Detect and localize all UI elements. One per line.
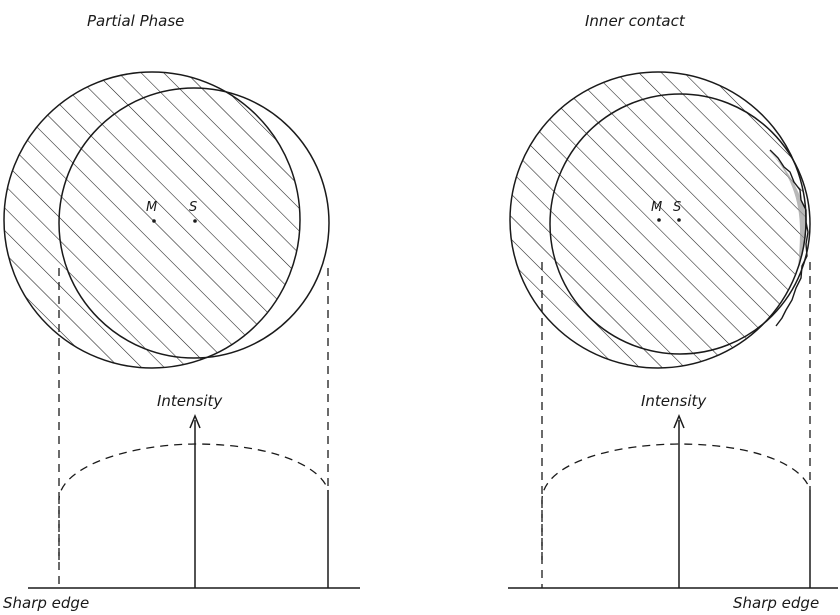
left-intensity-curve	[58, 443, 329, 560]
left-moon-center-dot	[152, 219, 156, 223]
right-irregular-limb	[769, 149, 809, 327]
left-moon-outline	[3, 71, 301, 369]
left-panel-title: Partial Phase	[87, 12, 185, 30]
right-intensity-curve	[541, 443, 811, 560]
left-panel-figure	[3, 71, 360, 589]
right-moon-center-label: M	[651, 200, 663, 215]
right-sun-outline	[549, 93, 811, 355]
right-panel-figure	[508, 71, 838, 589]
right-sun-center-dot	[677, 218, 681, 222]
left-sun-outline	[58, 87, 330, 359]
right-panel-title: Inner contact	[585, 12, 685, 30]
right-sun-center-label: S	[673, 200, 682, 215]
left-intensity-arrow-head	[189, 414, 201, 429]
right-sharp-edge-label: Sharp edge	[733, 594, 820, 612]
right-intensity-arrow-head	[673, 414, 685, 429]
right-intensity-label: Intensity	[641, 392, 707, 410]
left-sharp-edge-label: Sharp edge	[3, 594, 90, 612]
left-sun-center-label: S	[189, 200, 198, 215]
right-moon-center-dot	[657, 218, 661, 222]
left-sun-center-dot	[193, 219, 197, 223]
left-moon-center-label: M	[146, 200, 158, 215]
left-moon-disc	[4, 72, 300, 368]
left-intensity-label: Intensity	[157, 392, 223, 410]
